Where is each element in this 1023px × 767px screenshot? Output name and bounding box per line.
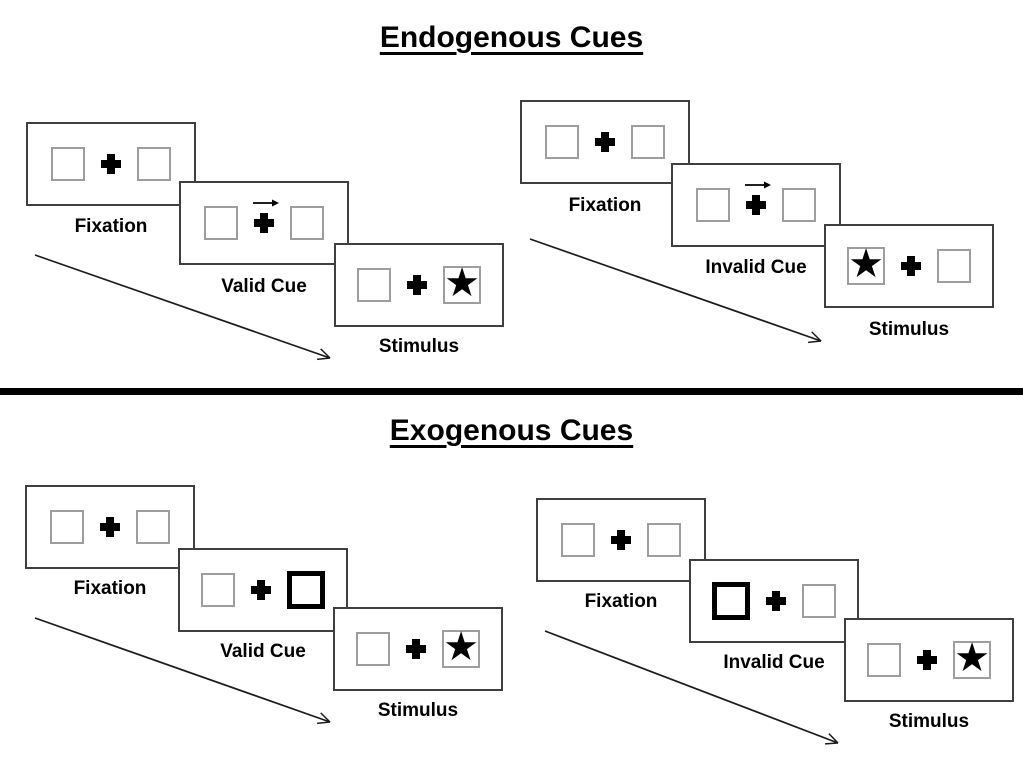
left-placeholder-box — [51, 147, 85, 181]
left-placeholder-box — [204, 206, 238, 240]
right-placeholder-box — [802, 584, 836, 618]
left-target-box: ★ — [847, 241, 885, 287]
fixation-cross-icon — [407, 275, 427, 295]
right-placeholder-box — [136, 510, 170, 544]
fixation-cross-icon — [901, 256, 921, 276]
panel-label: Stimulus — [888, 711, 970, 732]
fixation-cross-icon — [251, 580, 271, 600]
left-placeholder-box — [356, 632, 390, 666]
section-title-endogenous: Endogenous Cues — [379, 21, 644, 54]
right-cue-box-bold — [287, 571, 325, 609]
panel-label: Valid Cue — [220, 641, 306, 662]
right-target-box: ★ — [442, 624, 480, 670]
stimulus-panel: ★ — [824, 224, 994, 308]
left-placeholder-box — [357, 268, 391, 302]
left-placeholder-box — [50, 510, 84, 544]
fixation-panel — [25, 485, 195, 569]
panel-label: Fixation — [74, 216, 148, 237]
fixation-panel — [520, 100, 690, 184]
right-placeholder-box — [647, 523, 681, 557]
left-placeholder-box — [545, 125, 579, 159]
cue-panel — [179, 181, 349, 265]
left-placeholder-box — [561, 523, 595, 557]
fixation-cross-icon — [766, 591, 786, 611]
cue-arrow-icon — [253, 199, 279, 207]
fixation-cross-icon — [406, 639, 426, 659]
timeline-arrow — [34, 254, 331, 361]
cue-panel — [178, 548, 348, 632]
fixation-cross-icon — [917, 650, 937, 670]
stimulus-panel: ★ — [333, 607, 503, 691]
panel-label: Invalid Cue — [705, 257, 807, 278]
left-placeholder-box — [867, 643, 901, 677]
panel-label: Fixation — [584, 591, 658, 612]
panel-label: Stimulus — [868, 319, 950, 340]
star-icon: ★ — [954, 635, 990, 681]
fixation-cross-icon — [100, 517, 120, 537]
cue-panel — [671, 163, 841, 247]
fixation-cross-icon — [101, 154, 121, 174]
right-placeholder-box — [290, 206, 324, 240]
panel-label: Fixation — [73, 578, 147, 599]
left-placeholder-box — [201, 573, 235, 607]
panel-label: Stimulus — [378, 336, 460, 357]
timeline-arrow — [544, 630, 839, 745]
right-target-box: ★ — [953, 635, 991, 681]
star-icon: ★ — [444, 260, 480, 306]
right-placeholder-box — [137, 147, 171, 181]
fixation-cross-icon — [595, 132, 615, 152]
fixation-panel — [26, 122, 196, 206]
cue-arrow-icon — [745, 181, 771, 189]
panel-label: Valid Cue — [221, 276, 307, 297]
panel-label: Invalid Cue — [723, 652, 825, 673]
star-icon: ★ — [443, 624, 479, 670]
star-icon: ★ — [848, 241, 884, 287]
right-placeholder-box — [782, 188, 816, 222]
stimulus-panel: ★ — [334, 243, 504, 327]
timeline-arrow — [529, 238, 822, 344]
panel-label: Stimulus — [377, 700, 459, 721]
right-placeholder-box — [631, 125, 665, 159]
section-divider — [0, 388, 1023, 395]
right-placeholder-box — [937, 249, 971, 283]
fixation-panel — [536, 498, 706, 582]
fixation-cross-icon — [746, 195, 766, 215]
left-placeholder-box — [696, 188, 730, 222]
fixation-cross-icon — [254, 213, 274, 233]
cue-panel — [689, 559, 859, 643]
left-cue-box-bold — [712, 582, 750, 620]
timeline-arrow — [34, 617, 331, 725]
panel-label: Fixation — [568, 195, 642, 216]
fixation-cross-icon — [611, 530, 631, 550]
section-title-exogenous: Exogenous Cues — [389, 414, 634, 447]
stimulus-panel: ★ — [844, 618, 1014, 702]
right-target-box: ★ — [443, 260, 481, 306]
